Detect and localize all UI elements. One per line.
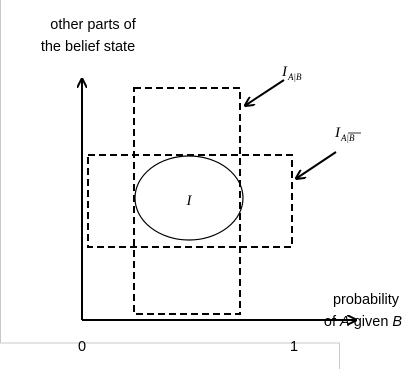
- region-a-given-not-b: [87, 154, 293, 248]
- region-i: [134, 155, 244, 241]
- pointer-arrow-a-given-not-b: [297, 151, 337, 178]
- y-axis-label-line1: other parts of: [50, 17, 136, 33]
- x-axis-label-line1: probability: [333, 292, 400, 308]
- label-a-given-b: IA|B: [281, 64, 302, 82]
- region-a-given-b: [133, 87, 241, 315]
- x-end-label: 1: [290, 339, 298, 355]
- center-label: I: [186, 193, 193, 209]
- label-a-given-not-b: IA|B: [334, 125, 355, 143]
- y-axis-label-line2: the belief state: [41, 39, 135, 55]
- x-axis-label-line2: of A given B: [324, 314, 403, 330]
- origin-label: 0: [78, 339, 86, 355]
- pointer-arrow-a-given-b: [246, 79, 285, 105]
